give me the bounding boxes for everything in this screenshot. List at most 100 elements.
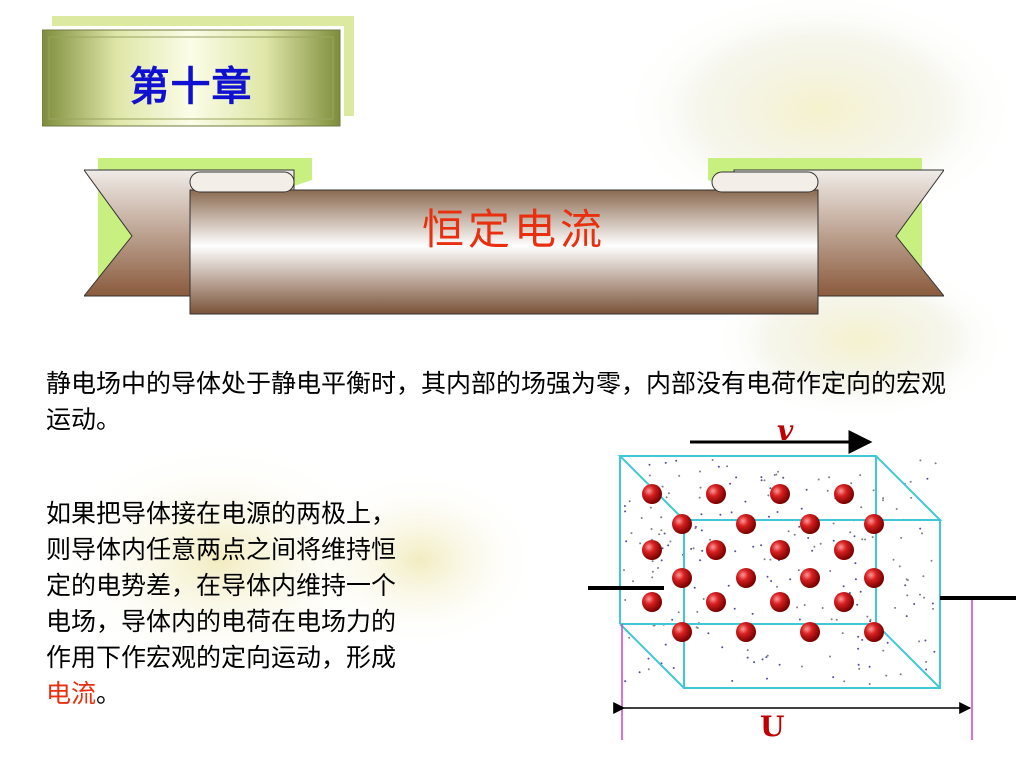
particle-dot — [752, 545, 755, 548]
particle-dot — [667, 544, 670, 547]
particle-dot — [628, 636, 631, 639]
particle-dot — [805, 488, 808, 491]
particle-dot — [832, 522, 835, 525]
particle-dot — [895, 508, 898, 510]
particle-dot — [658, 533, 661, 536]
particle-dot — [761, 658, 764, 661]
particle-dot — [699, 486, 702, 489]
paragraph-line: 电场，导体内的电荷在电场力的 — [46, 607, 397, 636]
particle-dot — [775, 473, 778, 476]
particle-dot — [699, 470, 701, 473]
particle-dot — [910, 496, 913, 499]
particle-dot — [925, 660, 928, 663]
box-edge — [875, 623, 941, 689]
particle-dot — [857, 635, 860, 638]
particle-dot — [767, 494, 770, 497]
charge-ball — [834, 484, 854, 504]
particle-dot — [664, 643, 667, 646]
particle-dot — [842, 585, 845, 588]
particle-dot — [913, 603, 916, 605]
particle-dot — [864, 538, 867, 541]
particle-dot — [905, 615, 908, 618]
particle-dot — [931, 602, 934, 605]
particle-dot — [787, 530, 790, 533]
particle-dot — [768, 515, 770, 518]
charge-ball — [642, 592, 662, 612]
particle-dot — [700, 529, 703, 532]
charge-ball — [736, 568, 756, 588]
particle-dot — [900, 536, 903, 539]
particle-dot — [623, 569, 625, 572]
particle-dot — [731, 679, 734, 682]
charge-ball — [864, 622, 884, 642]
paragraph-current: 如果把导体接在电源的两极上， 则导体内任意两点之间将维持恒 定的电势差，在导体内… — [46, 496, 536, 712]
voltage-label: U — [760, 710, 785, 743]
paragraph-electrostatic: 静电场中的导体处于静电平衡时，其内部的场强为零，内部没有电荷作定向的宏观运动。 — [46, 369, 947, 434]
particle-dot — [648, 463, 651, 466]
particle-dot — [832, 539, 835, 542]
particle-dot — [906, 579, 909, 582]
particle-dot — [919, 593, 921, 596]
particle-dot — [776, 585, 778, 588]
particle-dot — [647, 657, 650, 660]
particle-dot — [925, 668, 928, 671]
particle-dot — [856, 603, 859, 606]
particle-dot — [664, 461, 667, 464]
particle-dot — [766, 654, 769, 657]
particle-dot — [918, 640, 921, 643]
charge-ball — [672, 514, 692, 534]
particle-dot — [721, 646, 724, 649]
particle-dot — [734, 550, 737, 553]
particle-dot — [886, 641, 889, 644]
particle-dot — [760, 479, 763, 482]
particle-dot — [853, 535, 856, 538]
particle-dot — [696, 610, 699, 613]
velocity-label: v — [777, 414, 794, 447]
particle-dot — [921, 532, 923, 535]
particle-dot — [828, 476, 831, 479]
particle-dot — [773, 474, 776, 476]
particle-dot — [632, 580, 634, 583]
charge-ball — [672, 622, 692, 642]
particle-dot — [651, 570, 654, 573]
particle-dot — [885, 674, 888, 677]
particle-dot — [639, 542, 642, 545]
particle-dot — [882, 499, 884, 502]
particle-dot — [777, 470, 780, 473]
particle-dot — [829, 570, 832, 572]
charge-ball — [706, 540, 726, 560]
chapter-plate — [42, 16, 354, 128]
particle-dot — [800, 665, 803, 668]
particle-dot — [832, 676, 835, 679]
particle-dot — [778, 663, 781, 666]
particle-dot — [663, 532, 666, 535]
particle-dot — [932, 607, 934, 610]
particle-dot — [671, 618, 674, 621]
particle-dot — [746, 649, 749, 652]
particle-dot — [892, 558, 895, 561]
particle-dot — [751, 612, 754, 615]
particle-dot — [719, 513, 722, 516]
particle-dot — [923, 596, 925, 599]
particle-dot — [906, 594, 909, 597]
particle-dot — [661, 547, 664, 550]
charge-ball — [672, 568, 692, 588]
charge-ball — [770, 540, 790, 560]
particle-dot — [868, 683, 871, 685]
particle-dot — [711, 459, 714, 461]
particle-dot — [766, 575, 769, 578]
particle-dot — [817, 478, 820, 481]
charge-ball — [642, 540, 662, 560]
particle-dot — [798, 618, 801, 621]
particle-dot — [826, 489, 829, 492]
particle-dot — [811, 549, 814, 552]
particle-dot — [850, 482, 853, 485]
particle-dot — [860, 506, 863, 509]
particle-dot — [661, 485, 664, 488]
particle-dot — [800, 507, 803, 510]
particle-dot — [830, 618, 833, 621]
particle-dot — [733, 607, 736, 610]
particle-dot — [857, 663, 860, 666]
particle-dot — [693, 586, 696, 589]
particle-dot — [669, 540, 672, 543]
